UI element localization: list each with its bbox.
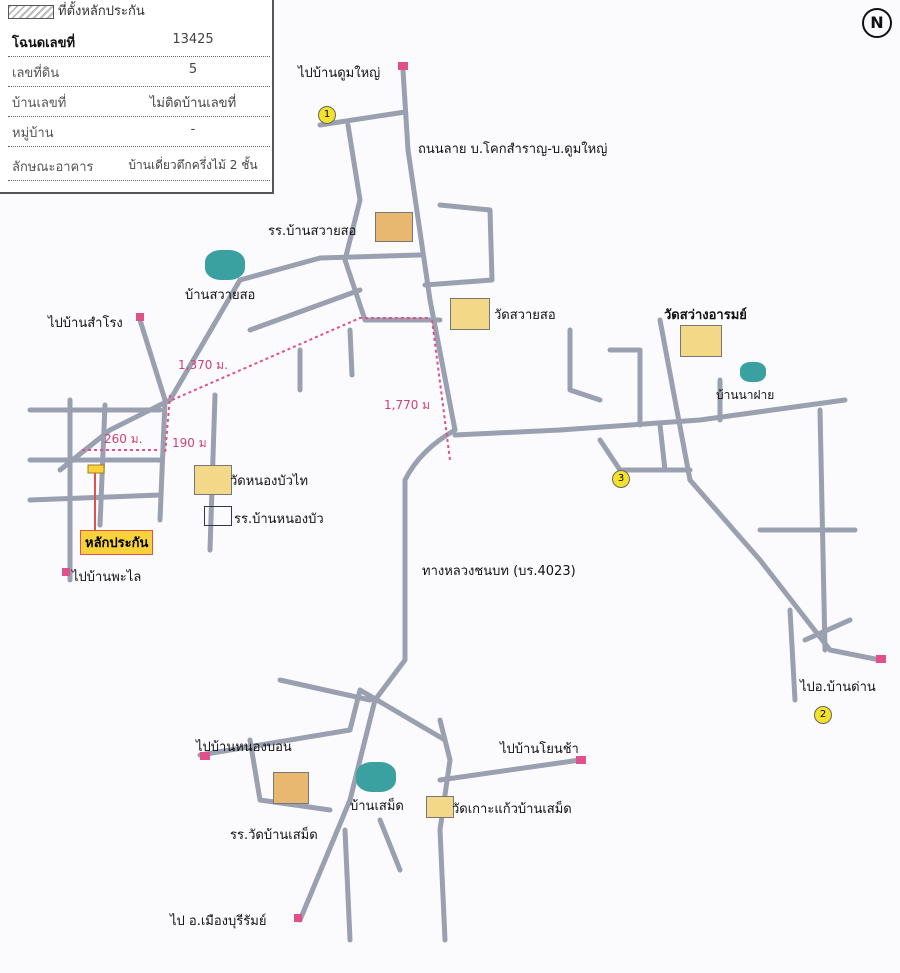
label-to-samrong: ไปบ้านสำโรง [48,316,123,331]
distance-line-1370 [171,317,430,401]
road-8 [567,317,858,653]
temple-icon [450,298,490,330]
label-to-buriram: ไป อ.เมืองบุรีรัมย์ [170,914,267,929]
label-road-name: ถนนลาย บ.โคกสำราญ-บ.ดูมใหญ่ [418,142,608,157]
arrow-nong-bon [200,752,210,760]
village-icon [356,762,396,792]
label-school-nong-bua: รร.บ้านหนองบัว [234,512,324,527]
info-row: หมู่บ้าน- [8,116,270,147]
route-marker-2: 2 [814,706,832,724]
label-wat-sawang: วัดสว่างอารมย์ [664,308,747,323]
label-school-suai-so: รร.บ้านสวายสอ [268,224,357,239]
village-icon [205,250,245,280]
main-road [297,67,458,923]
collateral-plot [87,464,105,474]
road-5 [247,287,363,393]
info-row: บ้านเลขที่ไม่ติดบ้านเลขที่ [8,86,270,117]
arrow-dum-yai [398,62,408,70]
label-school-samet: รร.วัดบ้านเสม็ด [230,828,318,843]
route-marker-3: 3 [612,470,630,488]
distance-label: 1,770 ม [384,398,431,412]
school-icon [273,772,309,804]
road-2 [342,122,443,323]
temple-icon [426,796,454,818]
distance-label: 190 ม [172,436,207,450]
temple-icon [680,325,722,357]
compass-north-icon: N [862,8,892,38]
label-village-samet: บ้านเสม็ด [350,799,404,814]
arrow-buriram [294,914,302,922]
southeast-road [687,477,883,663]
label-village-suai-so: บ้านสวายสอ [185,288,256,303]
road-11 [342,717,453,943]
road-4 [422,202,495,288]
arrow-yon-cha [576,756,586,764]
distance-label: 260 ม. [104,432,143,446]
road-1 [317,109,408,128]
label-to-yon-cha: ไปบ้านโยนช้า [500,742,579,757]
label-wat-suai-so: วัดสวายสอ [494,308,556,323]
collateral-label: หลักประกัน [80,530,154,555]
label-highway: ทางหลวงชนบท (บร.4023) [422,564,576,579]
legend-header: ที่ตั้งหลักประกัน [58,4,145,19]
hatch-legend-icon [8,4,54,19]
road-10 [197,677,583,813]
distance-line-190 [164,394,171,456]
label-to-phalai: ไปบ้านพะไล [72,570,142,585]
school-icon [375,212,413,242]
label-to-ban-dan: ไปอ.บ้านด่าน [800,680,876,695]
info-row: โฉนดเลขที่13425 [8,26,270,57]
village-icon [740,362,766,382]
label-to-nong-bon: ไปบ้านหนองบอน [196,740,292,755]
label-wat-nong-bua: วัดหนองบัวไท [230,474,309,489]
property-info-table: ที่ตั้งหลักประกัน โฉนดเลขที่13425 เลขที่… [0,0,274,194]
arrow-ban-dan [876,655,886,663]
label-wat-samet: วัดเกาะแก้วบ้านเสม็ด [452,802,572,817]
route-marker-1: 1 [318,106,336,124]
distance-label: 1,370 ม. [178,358,228,372]
label-to-dum-yai: ไปบ้านดูมใหญ่ [298,66,381,81]
arrow-phalai [62,568,70,576]
school-icon [204,506,232,526]
road-9 [787,607,853,703]
info-row: ลักษณะอาคารบ้านเดี่ยวตึกครึ่งไม้ 2 ชั้น [8,150,270,181]
east-road [452,397,848,438]
temple-icon [194,465,232,495]
label-village-na-fai: บ้านนาฝาย [716,388,775,402]
arrow-samrong [136,313,144,321]
